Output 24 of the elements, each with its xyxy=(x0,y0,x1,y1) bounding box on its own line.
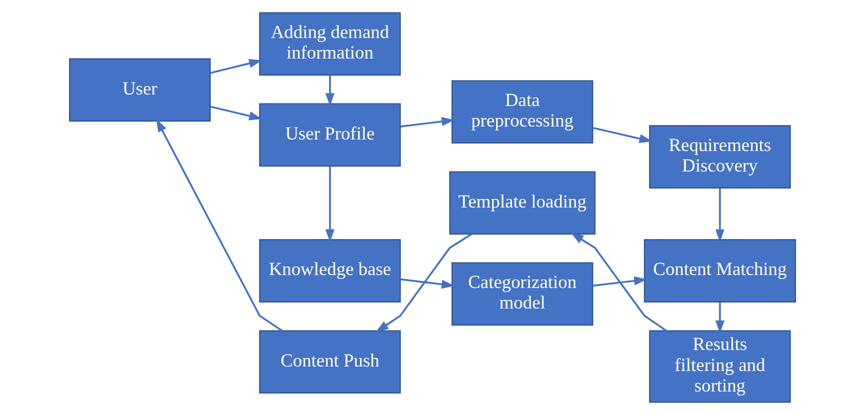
node-box: Requirements Discovery xyxy=(648,125,790,188)
node-box: Results filtering and sorting xyxy=(648,330,790,403)
arrow xyxy=(210,106,262,120)
node-box: User xyxy=(68,58,210,122)
node-box: Adding demand information xyxy=(258,12,400,76)
node-box: Knowledge base xyxy=(258,239,400,303)
arrow xyxy=(714,188,724,242)
node-box: Categorization model xyxy=(451,262,593,326)
arrow xyxy=(592,126,652,144)
arrow xyxy=(210,58,262,74)
arrow xyxy=(324,75,334,106)
arrow xyxy=(375,233,472,332)
arrow xyxy=(592,276,647,287)
node-box: User Profile xyxy=(258,103,400,167)
node-box: Content Push xyxy=(258,330,400,394)
arrow xyxy=(156,118,282,332)
node-box: Template loading xyxy=(448,171,595,235)
node-box: Data preprocessing xyxy=(451,80,593,144)
arrow xyxy=(324,166,334,242)
arrow xyxy=(400,117,454,128)
arrow xyxy=(714,302,724,334)
node-box: Content Matching xyxy=(643,239,796,303)
arrow xyxy=(570,232,666,332)
arrow xyxy=(400,278,454,289)
